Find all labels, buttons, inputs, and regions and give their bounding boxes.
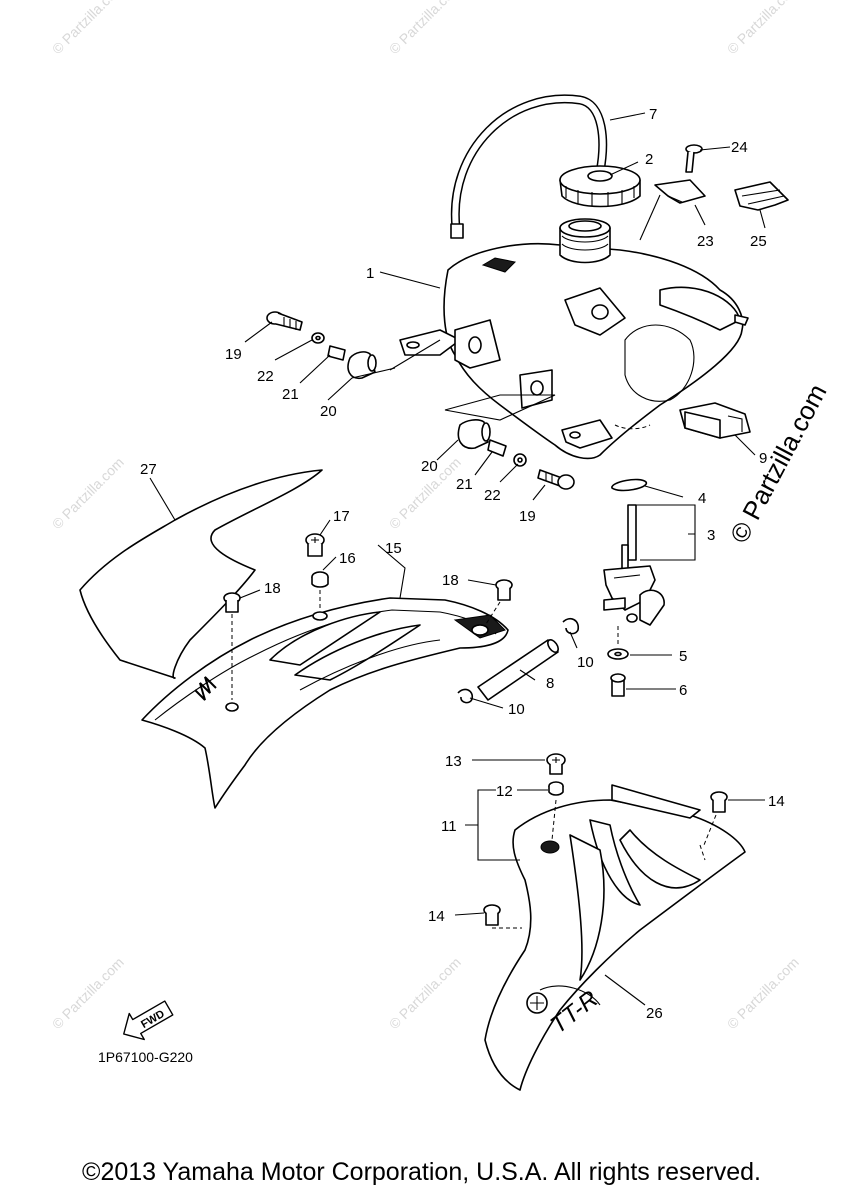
callout-number: 8	[546, 675, 554, 692]
watermark: © Partzilla.com	[386, 954, 464, 1032]
callout-number: 7	[649, 106, 657, 123]
watermark: © Partzilla.com	[724, 954, 802, 1032]
callout-number: 16	[339, 550, 356, 567]
part-bolt-19-upper	[266, 311, 303, 331]
part-graphic-27	[79, 469, 323, 679]
part-washer-22-lower	[513, 453, 527, 467]
leader-lines	[149, 112, 766, 1006]
part-fuel-cock	[603, 478, 665, 697]
part-breather-hose	[450, 94, 608, 239]
callout-number: 17	[333, 508, 350, 525]
callout-number: 14	[428, 908, 445, 925]
callout-number: 22	[257, 368, 274, 385]
part-fuel-cap	[559, 165, 641, 208]
callout-number: 22	[484, 487, 501, 504]
callout-number: 21	[456, 476, 473, 493]
part-grommet-20-lower	[457, 419, 491, 450]
part-grommet-20-upper	[347, 351, 377, 380]
part-shroud-left	[141, 597, 509, 809]
part-screw-17	[305, 533, 325, 557]
part-collar-21-upper	[327, 345, 346, 361]
callout-number: 15	[385, 540, 402, 557]
callout-number: 24	[731, 139, 748, 156]
callout-number: 4	[698, 490, 706, 507]
callout-number: 26	[646, 1005, 663, 1022]
watermark: © Partzilla.com	[49, 954, 127, 1032]
part-fuel-tank	[399, 218, 749, 460]
part-collar-16	[311, 571, 329, 588]
part-screw-13	[546, 753, 566, 775]
callout-number: 3	[707, 527, 715, 544]
callout-number: 21	[282, 386, 299, 403]
part-pad-9	[679, 402, 751, 439]
watermark: © Partzilla.com	[49, 454, 127, 532]
part-washer-22-upper	[311, 332, 325, 344]
part-clip-23	[654, 179, 706, 204]
part-clip-10-lower	[457, 688, 474, 704]
callout-number: 2	[645, 151, 653, 168]
callout-number: 6	[679, 682, 687, 699]
callout-number: 10	[577, 654, 594, 671]
part-collar-12	[548, 781, 564, 796]
callout-number: 23	[697, 233, 714, 250]
callout-number: 9	[759, 450, 767, 467]
part-bolt-19-lower	[537, 469, 575, 490]
diagram-code: 1P67100-G220	[98, 1049, 193, 1065]
callout-number: 13	[445, 753, 462, 770]
callout-number: 18	[442, 572, 459, 589]
part-collar-21-lower	[487, 439, 507, 457]
watermark: © Partzilla.com	[724, 0, 802, 57]
callout-number: 12	[496, 783, 513, 800]
callout-number: 19	[225, 346, 242, 363]
callout-number: 20	[421, 458, 438, 475]
part-clip-10-upper	[562, 618, 580, 635]
callout-number: 14	[768, 793, 785, 810]
part-fuel-hose	[477, 639, 559, 701]
part-rivet-18-right	[495, 579, 513, 601]
part-rivet-14-right	[710, 791, 728, 813]
callout-number: 27	[140, 461, 157, 478]
callout-number: 19	[519, 508, 536, 525]
part-bolt-24	[685, 144, 703, 173]
side-watermark: © Partzilla.com	[724, 379, 833, 548]
callout-number: 18	[264, 580, 281, 597]
callout-number: 5	[679, 648, 687, 665]
part-bracket-25	[734, 181, 789, 211]
part-rivet-18-left	[223, 592, 241, 613]
callout-number: 25	[750, 233, 767, 250]
callout-labels: 1 2 3 4 5 6 7 8 9 10 10 11 12 13 14 14 1…	[140, 106, 785, 1022]
fwd-label: FWD	[139, 1008, 167, 1031]
fwd-arrow-icon: FWD	[123, 1000, 174, 1041]
watermark: © Partzilla.com	[49, 0, 127, 57]
callout-number: 11	[441, 818, 457, 835]
part-rivet-14-left	[483, 904, 501, 926]
part-shroud-right: TT-R	[484, 784, 746, 1091]
callout-number: 20	[320, 403, 337, 420]
callout-number: 10	[508, 701, 525, 718]
callout-number: 1	[366, 265, 374, 282]
watermark: © Partzilla.com	[386, 0, 464, 57]
copyright-notice: ©2013 Yamaha Motor Corporation, U.S.A. A…	[82, 1158, 761, 1186]
